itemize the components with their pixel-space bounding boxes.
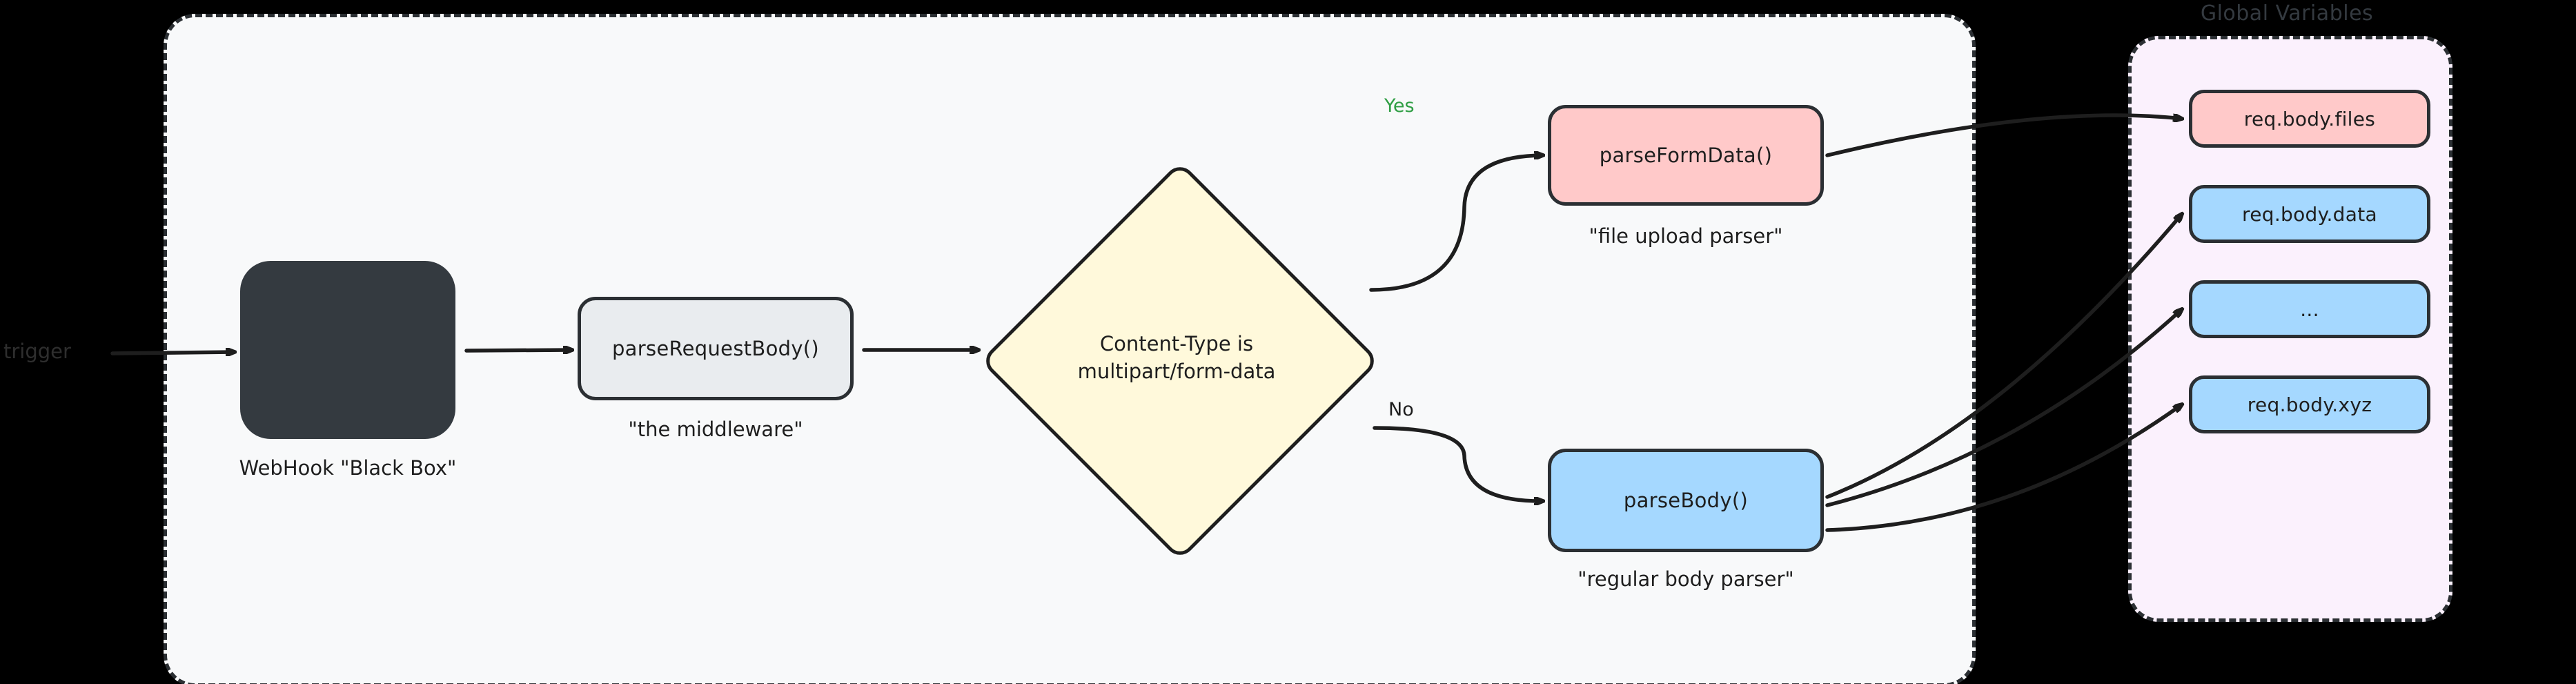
global-var-ellipsis[interactable]: ... bbox=[2189, 280, 2430, 338]
node-parse-body[interactable]: parseBody() bbox=[1548, 449, 1824, 552]
global-var-label: req.body.data bbox=[2242, 202, 2377, 226]
node-decision-label-wrap: Content-Type is multipart/form-data bbox=[1025, 330, 1328, 385]
caption-regular-body-parser: "regular body parser" bbox=[1577, 567, 1794, 591]
node-parse-form-data-label: parseFormData() bbox=[1599, 143, 1773, 167]
node-webhook-black-box[interactable] bbox=[240, 261, 455, 439]
global-var-req-body-xyz[interactable]: req.body.xyz bbox=[2189, 375, 2430, 433]
node-parse-request-body-label: parseRequestBody() bbox=[611, 336, 820, 360]
edge-label-no: No bbox=[1388, 399, 1414, 420]
caption-webhook: WebHook "Black Box" bbox=[239, 456, 457, 480]
trigger-label: trigger bbox=[3, 340, 71, 363]
caption-middleware: "the middleware" bbox=[628, 418, 803, 441]
global-var-req-body-files[interactable]: req.body.files bbox=[2189, 90, 2430, 148]
node-content-type-decision[interactable]: Content-Type is multipart/form-data bbox=[980, 161, 1380, 561]
global-variables-title: Global Variables bbox=[2200, 1, 2374, 26]
node-parse-body-label: parseBody() bbox=[1623, 488, 1749, 512]
global-var-label: ... bbox=[2300, 297, 2319, 321]
global-var-label: req.body.files bbox=[2243, 107, 2376, 130]
edge-label-yes: Yes bbox=[1384, 95, 1415, 117]
node-parse-form-data[interactable]: parseFormData() bbox=[1548, 105, 1824, 206]
node-decision-label-line1: Content-Type is bbox=[1099, 331, 1254, 355]
caption-file-upload-parser: "file upload parser" bbox=[1589, 224, 1783, 248]
node-parse-request-body[interactable]: parseRequestBody() bbox=[578, 297, 854, 400]
global-var-req-body-data[interactable]: req.body.data bbox=[2189, 185, 2430, 243]
node-decision-label-line2: multipart/form-data bbox=[1077, 360, 1276, 383]
global-var-label: req.body.xyz bbox=[2247, 393, 2372, 416]
